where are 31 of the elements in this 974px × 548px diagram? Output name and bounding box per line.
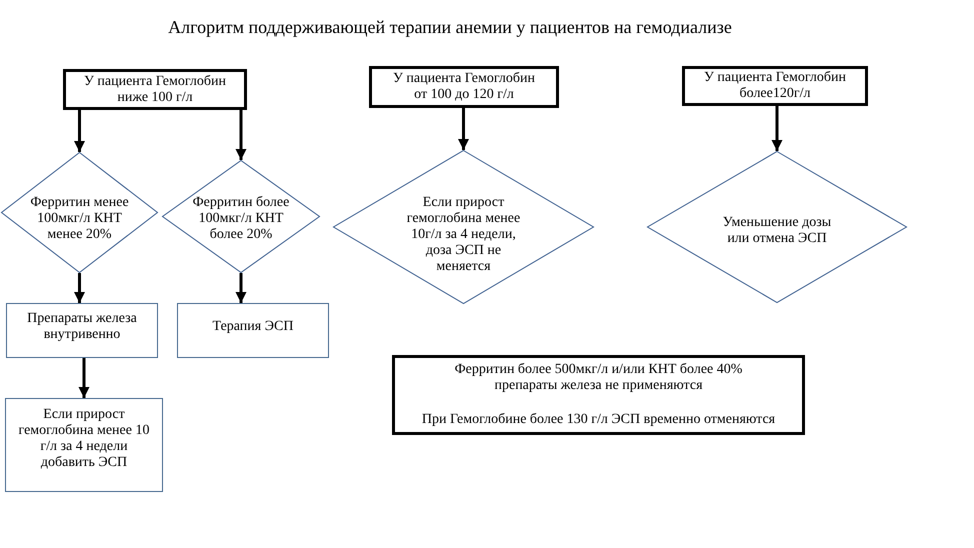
process-box [177, 303, 329, 358]
decision-diamond [1, 152, 158, 273]
arrow [74, 110, 85, 152]
arrow [74, 273, 85, 303]
decision-diamond [333, 150, 594, 304]
process-box [6, 303, 158, 358]
process-box [63, 69, 247, 110]
decision-diamond [162, 160, 320, 273]
arrow [236, 110, 246, 160]
step-text: У пациента Гемоглобин от 100 до 120 г/л [392, 71, 536, 103]
process-box [5, 398, 163, 492]
step-text: Если прирост гемоглобина менее 10 г/л за 4 недели добавить ЭСП [18, 407, 150, 471]
process-box [682, 66, 868, 106]
arrow [458, 108, 469, 150]
arrow [236, 273, 246, 303]
condition-text: Ферритин более 100мкг/л КНТ более 20% [192, 194, 290, 242]
note-text: При Гемоглобине более 130 г/л ЭСП временно отменяются [420, 412, 776, 428]
diagram-title: Алгоритм поддерживающей терапии анемии у пациентов на гемодиализе [168, 16, 732, 38]
condition-text: Ферритин менее 100мкг/л КНТ менее 20% [29, 194, 130, 242]
arrow [78, 358, 90, 398]
step-text: Терапия ЭСП [212, 318, 294, 334]
step-text: У пациента Гемоглобин более120г/л [702, 70, 848, 102]
step-text: Препараты железа внутривенно [26, 310, 138, 342]
arrow [772, 106, 782, 151]
step-text: У пациента Гемоглобин ниже 100 г/л [82, 74, 228, 106]
decision-diamond [647, 151, 907, 303]
condition-text: Если прирост гемоглобина менее 10г/л за 4 недели, доза ЭСП не меняется [406, 195, 522, 275]
note-text: Ферритин более 500мкг/л и/или КНТ более 40% препараты железа не применяются [454, 362, 744, 394]
condition-text: Уменьшение дозы или отмена ЭСП [722, 215, 832, 247]
process-box [392, 355, 805, 435]
process-box [369, 66, 559, 108]
